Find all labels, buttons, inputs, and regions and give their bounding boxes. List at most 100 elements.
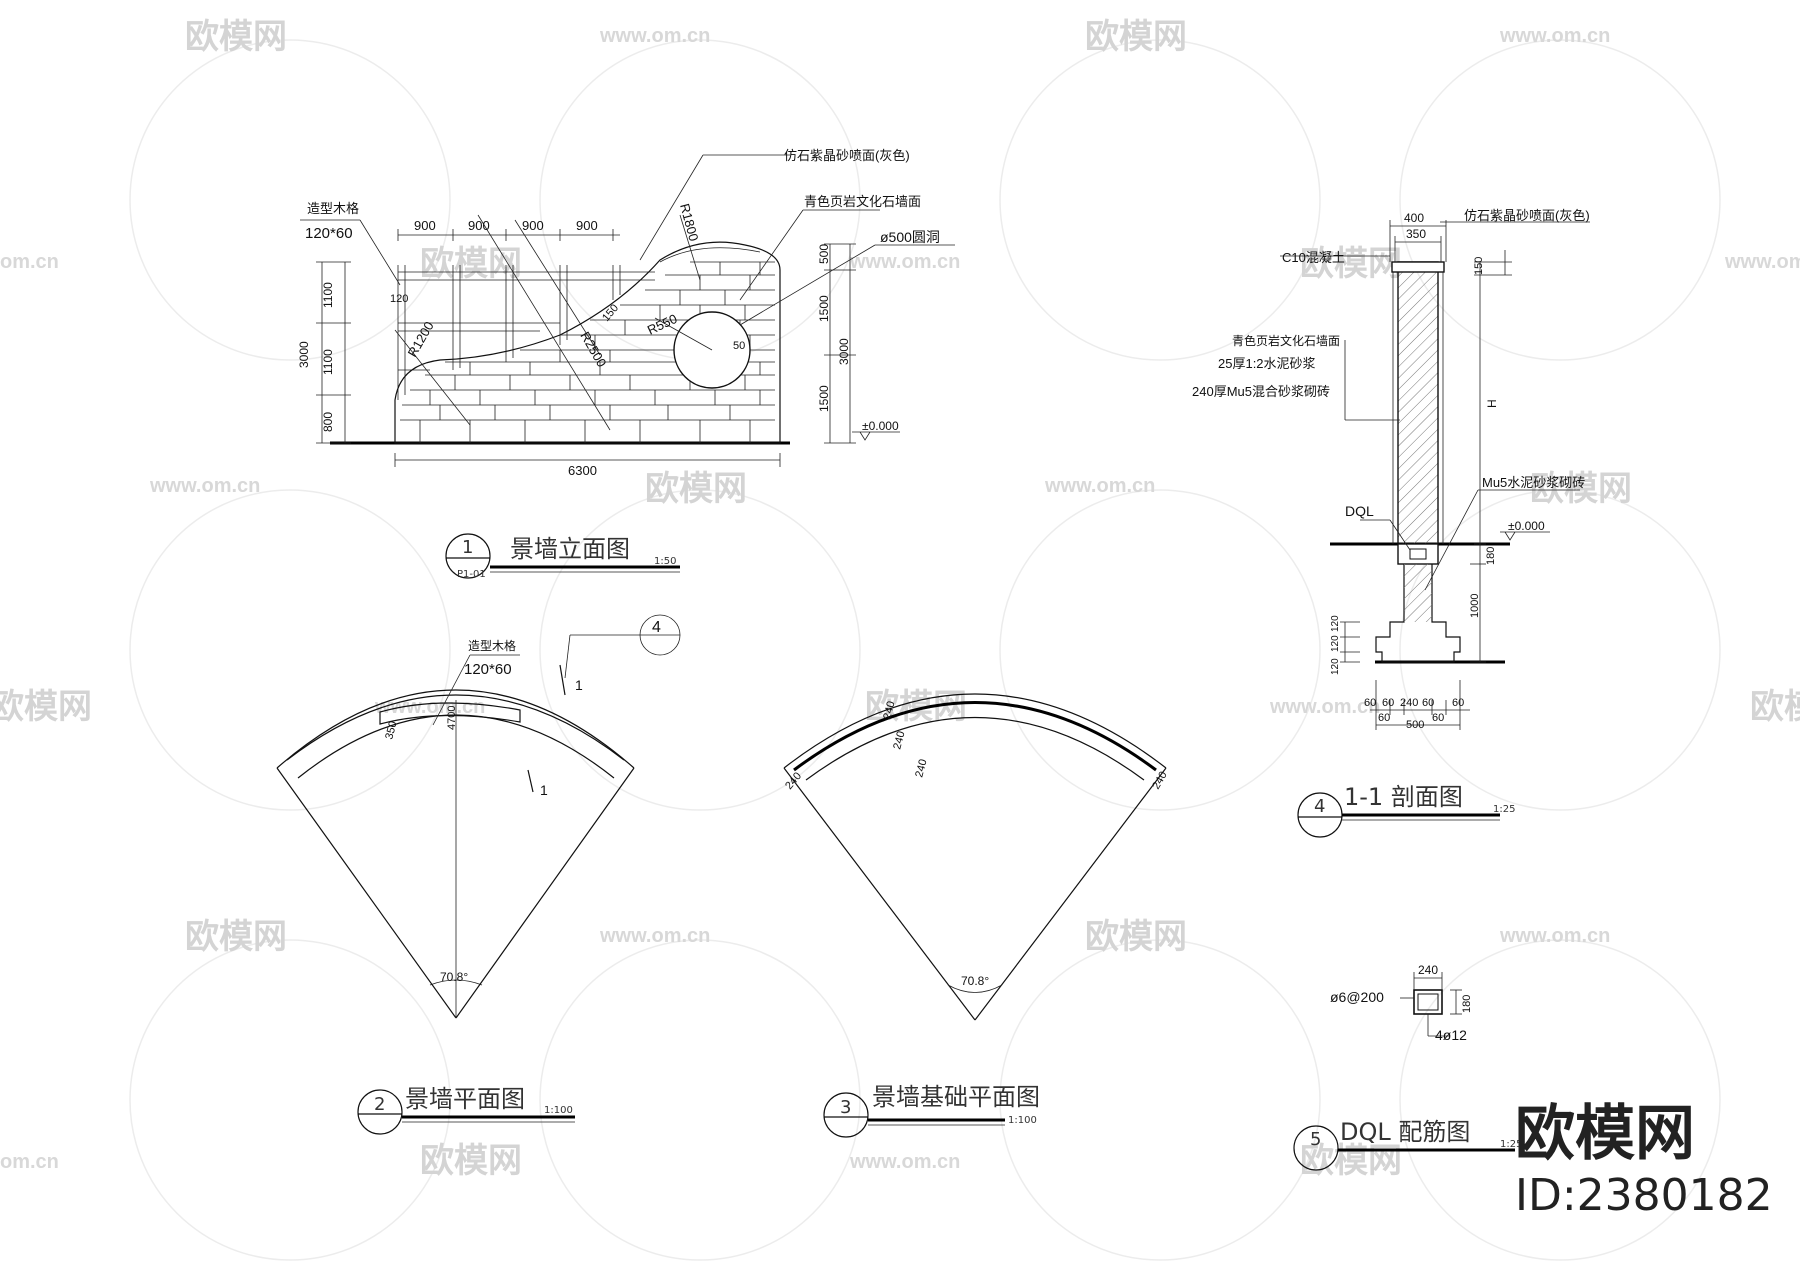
rebar-stirrup: ø6@200 [1330, 989, 1384, 1005]
dim-right-total: 3000 [837, 338, 851, 365]
rebar-scale: 1:25 [1500, 1139, 1522, 1150]
stone-wall-outline [394, 241, 781, 444]
plan-angle: 70.8° [440, 970, 468, 984]
foundation-scale: 1:100 [1008, 1115, 1037, 1126]
wood-grille-size: 120*60 [305, 225, 353, 242]
watermark-url: www.om.cn [374, 696, 485, 718]
watermark-brand: 欧模网 [420, 245, 522, 283]
cut-mark-label: 1 [540, 782, 548, 798]
plan-wood-grille [379, 702, 521, 725]
rebar-title: DQL 配筋图 [1340, 1118, 1470, 1146]
foundation-drawing: 240 240 240 240 240 70.8° 3 景墙基础平面图 1:10… [783, 693, 1170, 1138]
plan-title: 景墙平面图 [405, 1085, 525, 1113]
round-hole-label: ø500圆洞 [880, 229, 940, 245]
title-circle [445, 533, 491, 579]
foundation-index: 3 [840, 1097, 851, 1118]
dim-left-3: 800 [321, 412, 335, 432]
rebar-index: 5 [1310, 1129, 1321, 1150]
section-dimensions [1280, 220, 1590, 730]
dim-top-4: 900 [576, 218, 598, 233]
plan-scale: 1:100 [544, 1105, 573, 1116]
foundation-outer-arc [783, 693, 1167, 769]
section-footing [1375, 564, 1461, 663]
section-dim-350: 350 [1406, 227, 1426, 241]
section-c10-label: C10混凝土 [1282, 250, 1345, 265]
wood-grille [397, 265, 655, 400]
section-dim-150: 150 [1473, 257, 1485, 275]
elevation-scale: 1:50 [654, 556, 676, 567]
dim-120: 120 [390, 293, 408, 305]
section-dim-b500: 500 [1406, 719, 1424, 731]
watermark-brand: 欧模网 [645, 470, 747, 508]
section-stone-finish-label: 仿石紫晶砂喷面(灰色) [1464, 208, 1590, 223]
section-dim-b60f: 60 [1432, 712, 1444, 724]
watermark-url: www.om.cn [1269, 696, 1380, 718]
section-dim-120c: 120 [1330, 658, 1341, 675]
stone-finish-label: 仿石紫晶砂喷面(灰色) [784, 148, 910, 163]
elevation-dimensions [300, 154, 955, 467]
plan-angle-arc [429, 979, 483, 986]
section-dim-400: 400 [1404, 211, 1424, 225]
section-brick-label: 240厚Mu5混合砂浆砌砖 [1192, 384, 1330, 399]
section-dim-120b: 120 [1330, 635, 1341, 652]
foundation-wall-arc [793, 701, 1157, 772]
watermark-url: www.om.cn [1499, 25, 1610, 47]
section-shale-label: 青色页岩文化石墙面 [1232, 333, 1340, 348]
watermark-brand: 欧模网 [1300, 1142, 1402, 1180]
section-dim-b60b: 60 [1382, 697, 1394, 709]
title-sheet: P1-01 [457, 569, 486, 580]
watermark-url-short: om.cn [0, 1151, 59, 1173]
section-dim-180: 180 [1485, 547, 1497, 565]
rebar-drawing: 240 180 ø6@200 4ø12 5 DQL 配筋图 1:25 [1293, 963, 1522, 1171]
watermark-brand: 欧模网 [1750, 688, 1800, 726]
section-dim-b60a: 60 [1364, 697, 1376, 709]
watermark-url: www.om.cn [1499, 925, 1610, 947]
watermark-url: www.om.cn [149, 475, 260, 497]
dim-right-1: 500 [817, 244, 831, 264]
watermark-url: www.om.cn [849, 1151, 960, 1173]
watermark-brand: 欧模网 [185, 18, 287, 56]
brand-id: ID:2380182 [1515, 1170, 1773, 1221]
section-dim-1000: 1000 [1469, 594, 1481, 618]
section-mortar-label: 25厚1:2水泥砂浆 [1218, 356, 1316, 371]
cut-mark-label: 1 [575, 677, 583, 693]
stone-texture [400, 261, 775, 443]
cut-mark-line [559, 664, 566, 696]
section-dim-b60c: 60 [1422, 697, 1434, 709]
level-mark: ±0.000 [862, 419, 899, 433]
section-mu5-label: Mu5水泥砂浆砌砖 [1482, 475, 1585, 490]
foundation-title: 景墙基础平面图 [872, 1083, 1040, 1111]
section-dql-label: DQL [1345, 503, 1374, 519]
watermark-url: www.om.cn [599, 25, 710, 47]
dim-left-total: 3000 [297, 341, 311, 368]
plan-dim-350: 350 [383, 720, 399, 741]
section-title: 1-1 剖面图 [1344, 783, 1463, 811]
plan-wood-grille-label: 造型木格 [468, 638, 516, 653]
radius-leaders [394, 214, 713, 431]
section-scale: 1:25 [1493, 804, 1515, 815]
foundation-dim-a: 240 [881, 700, 897, 721]
watermark-url: www.om.cn [1724, 251, 1800, 273]
dim-right-3: 1500 [817, 385, 831, 412]
foundation-dim-e: 240 [1150, 770, 1170, 792]
plan-drawing: 4 1 1 造型木格 120*60 350 4700 70.8° 2 景墙平面图… [276, 614, 681, 1135]
section-drawing: 400 350 150 H 180 1000 120 120 120 60 60… [1192, 208, 1590, 838]
plan-wood-grille-size: 120*60 [464, 661, 512, 678]
section-dim-120a: 120 [1330, 615, 1341, 632]
dim-right-2: 1500 [817, 295, 831, 322]
dim-150: 150 [600, 302, 621, 324]
dim-left-2: 1100 [321, 349, 335, 375]
section-dim-b60d: 60 [1452, 697, 1464, 709]
watermark-brand: 欧模网 [185, 918, 287, 956]
dim-left-1: 1100 [321, 282, 335, 308]
dim-bottom: 6300 [568, 463, 597, 478]
section-dim-b240: 240 [1400, 697, 1418, 709]
watermark-brand: 欧模网 [1530, 470, 1632, 508]
dim-top-1: 900 [414, 218, 436, 233]
foundation-angle: 70.8° [961, 974, 989, 988]
watermark-brand: 欧模网 [1300, 245, 1402, 283]
watermark-brand: 欧模网 [0, 688, 92, 726]
shale-wall-label: 青色页岩文化石墙面 [804, 194, 921, 209]
elevation-drawing: 造型木格 120*60 仿石紫晶砂喷面(灰色) 青色页岩文化石墙面 ø500圆洞… [297, 148, 955, 580]
dim-top-2: 900 [468, 218, 490, 233]
